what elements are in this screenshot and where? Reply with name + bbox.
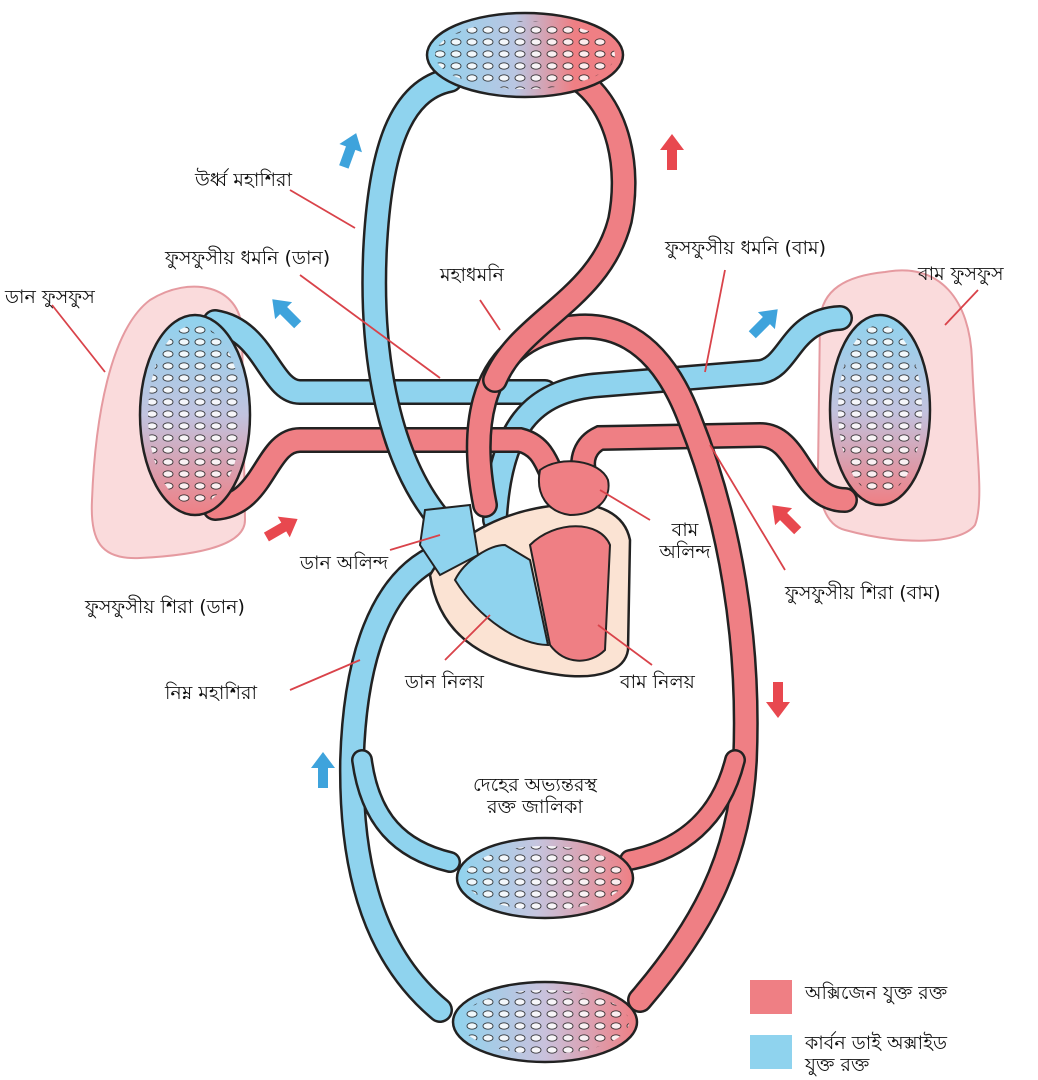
upper-body-capillary-bed <box>427 13 623 97</box>
label-body-network-line2: রক্ত জালিকা <box>445 797 625 819</box>
arrow-pv-left-in <box>764 497 806 539</box>
arrow-aorta-up <box>660 134 684 170</box>
label-left-ventricle: বাম নিলয় <box>620 672 695 694</box>
label-pulmonary-artery-right: ফুসফুসীয় ধমনি (ডান) <box>165 248 330 270</box>
right-lung-capillary-bed <box>140 315 250 515</box>
heart <box>420 461 630 676</box>
body-capillary-bed <box>457 838 633 918</box>
legend-label-oxygenated: অক্সিজেন যুক্ত রক্ত <box>805 983 947 1005</box>
label-left-lung: বাম ফুসফুস <box>918 264 1004 286</box>
legend-swatch-oxygenated <box>750 980 792 1014</box>
left-atrium-chamber <box>539 461 609 515</box>
arrow-pa-left-out <box>744 301 786 343</box>
label-right-lung: ডান ফুসফুস <box>5 287 95 309</box>
arrow-aorta-down <box>766 682 790 718</box>
label-aorta: মহাধমনি <box>440 265 504 287</box>
inferior-vena-cava-vessel <box>352 555 450 1010</box>
arrow-pa-right-out <box>264 291 306 333</box>
legend-label-deoxygenated-line1: কার্বন ডাই অক্সাইড <box>805 1033 947 1055</box>
label-pulmonary-vein-right: ফুসফুসীয় শিরা (ডান) <box>85 597 245 619</box>
label-right-ventricle: ডান নিলয় <box>405 672 484 694</box>
label-left-atrium: বাম অলিন্দ <box>650 520 720 564</box>
lower-body-capillary-bed <box>453 982 637 1062</box>
legend-label-deoxygenated: কার্বন ডাই অক্সাইড যুক্ত রক্ত <box>805 1033 947 1077</box>
label-pulmonary-vein-left: ফুসফুসীয় শিরা (বাম) <box>785 583 941 605</box>
arrow-svc-down <box>333 129 368 171</box>
superior-vena-cava-vessel <box>374 80 450 520</box>
label-body-network-line1: দেহের অভ্যন্তরস্থ <box>445 775 625 797</box>
arrow-ivc-up <box>311 752 335 788</box>
label-superior-vena-cava: উর্ধ্ব মহাশিরা <box>195 170 292 192</box>
label-pulmonary-artery-left: ফুসফুসীয় ধমনি (বাম) <box>665 238 826 260</box>
label-right-atrium: ডান অলিন্দ <box>300 553 388 575</box>
legend-swatch-deoxygenated <box>750 1035 792 1069</box>
legend-label-deoxygenated-line2: যুক্ত রক্ত <box>805 1055 947 1077</box>
label-left-atrium-line1: বাম <box>650 520 720 542</box>
arrow-pv-right-in <box>260 509 303 548</box>
label-body-network: দেহের অভ্যন্তরস্থ রক্ত জালিকা <box>445 775 625 819</box>
label-left-atrium-line2: অলিন্দ <box>650 542 720 564</box>
label-inferior-vena-cava: নিম্ন মহাশিরা <box>165 683 257 705</box>
left-lung-capillary-bed <box>830 315 930 505</box>
